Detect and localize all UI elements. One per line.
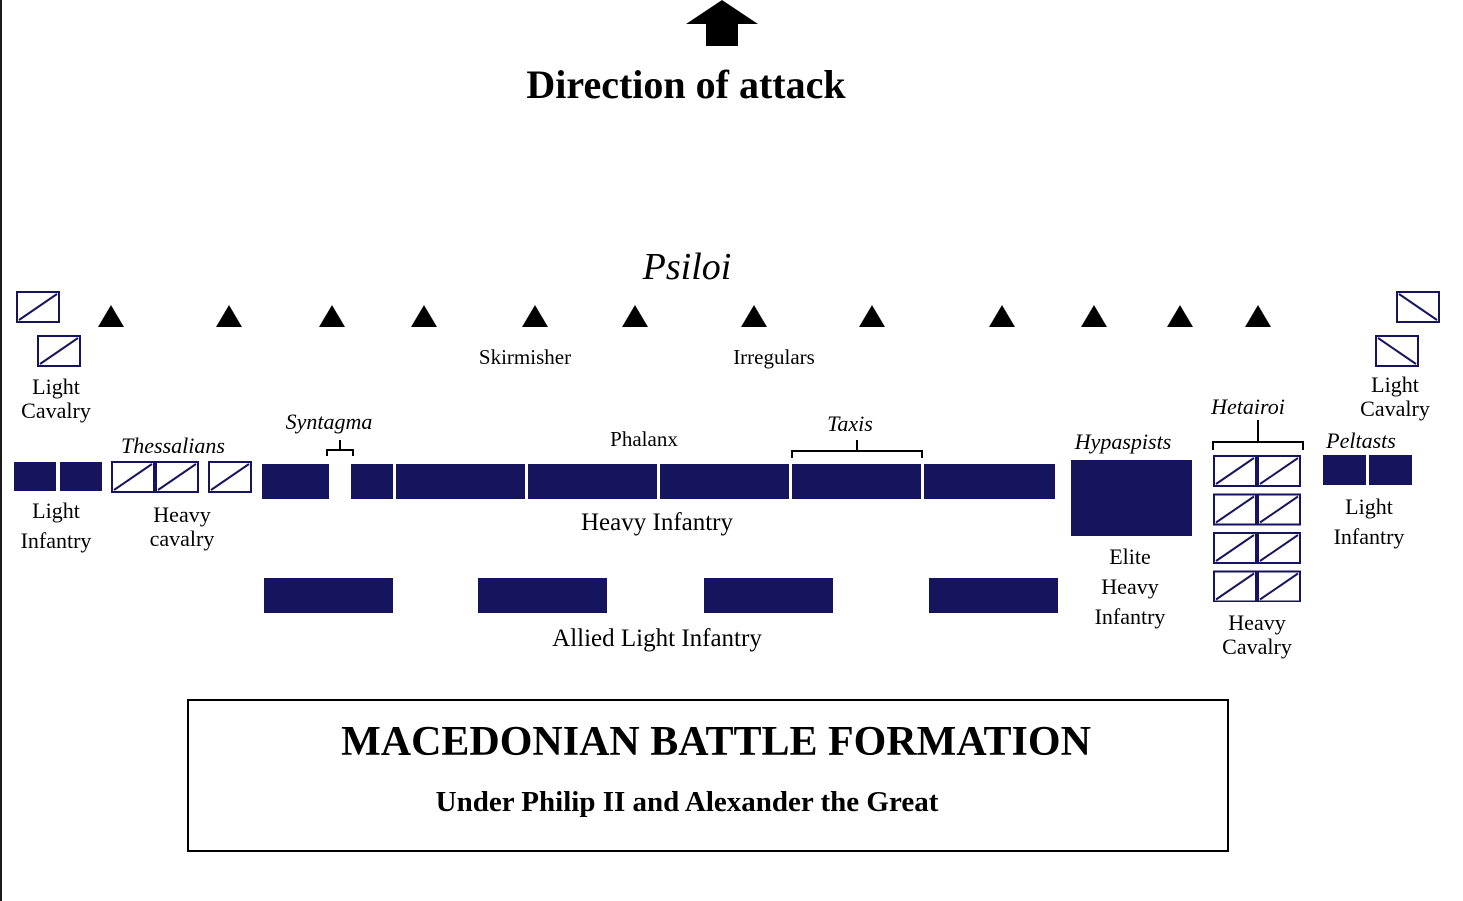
taxis-unit	[792, 464, 921, 499]
triangle-icon	[98, 305, 124, 327]
light-cavalry-right-unit	[1396, 291, 1440, 323]
syntagma-bracket	[326, 440, 354, 456]
cavalry-diagonal	[1215, 534, 1255, 562]
taxis-bracket	[791, 440, 923, 458]
psiloi-label: Psiloi	[642, 246, 732, 288]
syntagma-unit	[351, 464, 393, 499]
triangle-icon	[216, 305, 242, 327]
elite-heavy-infantry-label: Elite	[1109, 544, 1151, 569]
taxis-label: Taxis	[827, 411, 873, 436]
light-infantry-left-unit	[60, 462, 102, 491]
heavy-cavalry-left-label: Heavy	[153, 502, 211, 527]
cavalry-diagonal	[1259, 572, 1299, 601]
phalanx-unit	[660, 464, 789, 499]
light-cavalry-right-label: Light	[1371, 372, 1419, 397]
hetairoi-bracket	[1212, 420, 1304, 450]
cavalry-diagonal	[1259, 534, 1299, 562]
irregulars-label: Irregulars	[733, 345, 815, 369]
triangle-icon	[411, 305, 437, 327]
title-box: MACEDONIAN BATTLE FORMATION Under Philip…	[187, 699, 1229, 852]
allied-light-infantry-unit	[264, 578, 393, 613]
cavalry-diagonal	[1215, 495, 1255, 524]
light-cavalry-left-label: Cavalry	[21, 398, 91, 423]
light-cavalry-left-unit	[16, 291, 60, 323]
light-infantry-left-label: Light	[32, 498, 80, 523]
light-cavalry-left-label: Light	[32, 374, 80, 399]
triangle-icon	[319, 305, 345, 327]
light-cavalry-right-label: Cavalry	[1360, 396, 1430, 421]
allied-light-infantry-unit	[929, 578, 1058, 613]
heavy-cavalry-right-label: Cavalry	[1222, 634, 1292, 659]
phalanx-label: Phalanx	[610, 427, 678, 451]
cavalry-diagonal	[1259, 457, 1299, 485]
allied-light-infantry-label: Allied Light Infantry	[552, 625, 762, 652]
hypaspists-label: Hypaspists	[1074, 429, 1172, 454]
phalanx-unit	[528, 464, 657, 499]
hetairoi-heavy-cavalry-units	[1213, 455, 1301, 602]
cavalry-diagonal	[1215, 572, 1255, 601]
hypaspists-unit	[1071, 460, 1192, 536]
diagram-title: MACEDONIAN BATTLE FORMATION	[341, 719, 1091, 765]
triangle-icon	[859, 305, 885, 327]
triangle-icon	[522, 305, 548, 327]
elite-heavy-infantry-label: Infantry	[1094, 604, 1166, 629]
triangle-icon	[622, 305, 648, 327]
light-infantry-right-label: Infantry	[1333, 524, 1405, 549]
syntagma-unit	[262, 464, 329, 499]
cavalry-diagonal	[1259, 495, 1299, 524]
triangle-icon	[741, 305, 767, 327]
peltasts-label: Peltasts	[1326, 428, 1396, 453]
syntagma-label: Syntagma	[285, 409, 373, 434]
light-infantry-left-unit	[14, 462, 56, 491]
elite-heavy-infantry-label: Heavy	[1101, 574, 1159, 599]
diagram-subtitle: Under Philip II and Alexander the Great	[435, 786, 939, 818]
allied-light-infantry-unit	[704, 578, 833, 613]
direction-label: Direction of attack	[526, 62, 846, 107]
heavy-cavalry-left-label: cavalry	[149, 526, 215, 551]
cavalry-diagonal	[1215, 457, 1255, 485]
phalanx-unit	[396, 464, 525, 499]
up-arrow-icon	[686, 0, 758, 46]
peltasts-unit	[1369, 455, 1412, 485]
left-border-line	[0, 0, 2, 901]
triangle-icon	[1081, 305, 1107, 327]
light-cavalry-right-unit	[1375, 335, 1419, 367]
allied-light-infantry-unit	[478, 578, 607, 613]
light-cavalry-left-unit	[37, 335, 81, 367]
heavy-infantry-label: Heavy Infantry	[580, 509, 734, 536]
skirmisher-label: Skirmisher	[478, 345, 572, 369]
peltasts-unit	[1323, 455, 1366, 485]
phalanx-unit	[924, 464, 1055, 499]
thessalians-label: Thessalians	[121, 433, 225, 458]
triangle-icon	[1167, 305, 1193, 327]
triangle-icon	[1245, 305, 1271, 327]
light-infantry-left-label: Infantry	[20, 528, 92, 553]
thessalian-heavy-cavalry-units	[111, 461, 252, 493]
heavy-cavalry-right-label: Heavy	[1228, 610, 1286, 635]
hetairoi-label: Hetairoi	[1211, 394, 1285, 419]
light-infantry-right-label: Light	[1345, 494, 1393, 519]
triangle-icon	[989, 305, 1015, 327]
